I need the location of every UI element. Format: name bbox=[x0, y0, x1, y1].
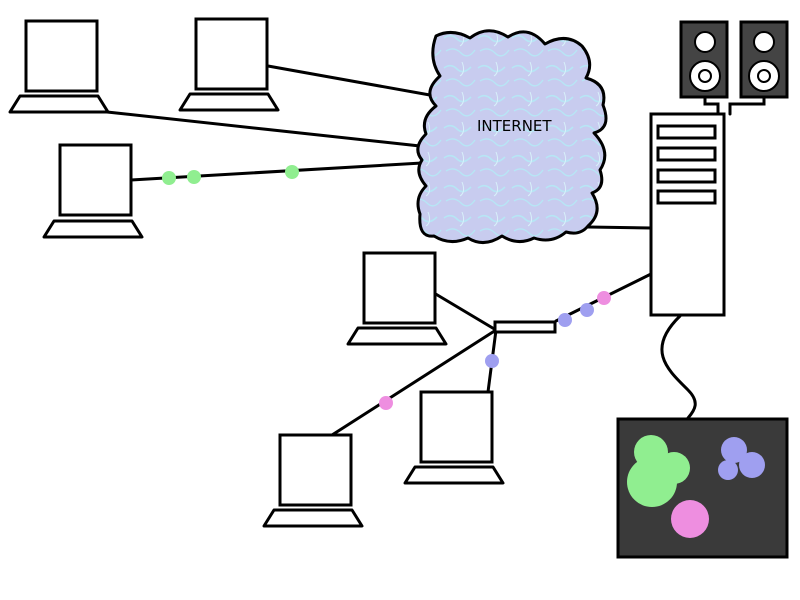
drive-bay-4 bbox=[656, 189, 717, 205]
keyboard bbox=[178, 92, 280, 112]
data-packets bbox=[162, 165, 611, 410]
blob-part bbox=[721, 437, 747, 463]
woofer-center bbox=[757, 69, 771, 83]
blob-part bbox=[718, 460, 738, 480]
wire-computer3-internet bbox=[129, 161, 424, 182]
keyboard bbox=[262, 508, 364, 528]
wire-computer2-internet bbox=[266, 64, 443, 99]
speaker-left bbox=[679, 20, 729, 99]
keyboard bbox=[346, 326, 448, 346]
wire-computer1-internet bbox=[105, 110, 422, 148]
pink-blob bbox=[671, 500, 709, 538]
monitor bbox=[362, 251, 437, 325]
packet-green bbox=[187, 170, 201, 184]
wire-server-display bbox=[660, 314, 697, 420]
drive-bay-1 bbox=[656, 124, 717, 140]
monitor bbox=[58, 143, 133, 217]
wire-computer4-hub bbox=[432, 291, 498, 332]
speaker-right bbox=[739, 20, 789, 99]
display-screen bbox=[616, 417, 789, 559]
packet-green bbox=[285, 165, 299, 179]
woofer-center bbox=[698, 69, 712, 83]
monitor bbox=[24, 19, 99, 93]
packet-blue bbox=[580, 303, 594, 317]
server-case bbox=[649, 112, 726, 317]
wire-speaker-left bbox=[703, 95, 720, 116]
computer-1 bbox=[8, 19, 110, 114]
drive-bay-3 bbox=[656, 168, 717, 184]
internet-cloud: INTERNET bbox=[416, 29, 608, 244]
cloud-shape bbox=[416, 29, 608, 244]
drive-bay-2 bbox=[656, 146, 717, 162]
wire-speaker-right bbox=[728, 95, 766, 116]
internet-label: INTERNET bbox=[477, 117, 552, 135]
network-hub bbox=[493, 320, 557, 334]
computer-3 bbox=[42, 143, 144, 239]
keyboard bbox=[42, 219, 144, 239]
computer-6 bbox=[262, 433, 364, 528]
packet-pink bbox=[597, 291, 611, 305]
server-tower bbox=[649, 112, 726, 317]
monitor bbox=[278, 433, 353, 507]
green-blob bbox=[627, 435, 690, 507]
packet-green bbox=[162, 171, 176, 185]
computer-2 bbox=[178, 17, 280, 112]
monitor bbox=[419, 390, 494, 464]
keyboard bbox=[8, 94, 110, 114]
wire-internet-server bbox=[586, 225, 653, 230]
wire-computer6-hub bbox=[330, 328, 498, 437]
tweeter bbox=[694, 31, 716, 53]
computer-4 bbox=[346, 251, 448, 346]
keyboard bbox=[403, 465, 505, 485]
blob-part bbox=[627, 457, 677, 507]
blue-blob bbox=[718, 437, 765, 480]
tweeter bbox=[753, 31, 775, 53]
computer-5 bbox=[403, 390, 505, 485]
monitor bbox=[194, 17, 269, 91]
packet-pink bbox=[379, 396, 393, 410]
packet-blue bbox=[485, 354, 499, 368]
packet-blue bbox=[558, 313, 572, 327]
blob-part bbox=[739, 452, 765, 478]
